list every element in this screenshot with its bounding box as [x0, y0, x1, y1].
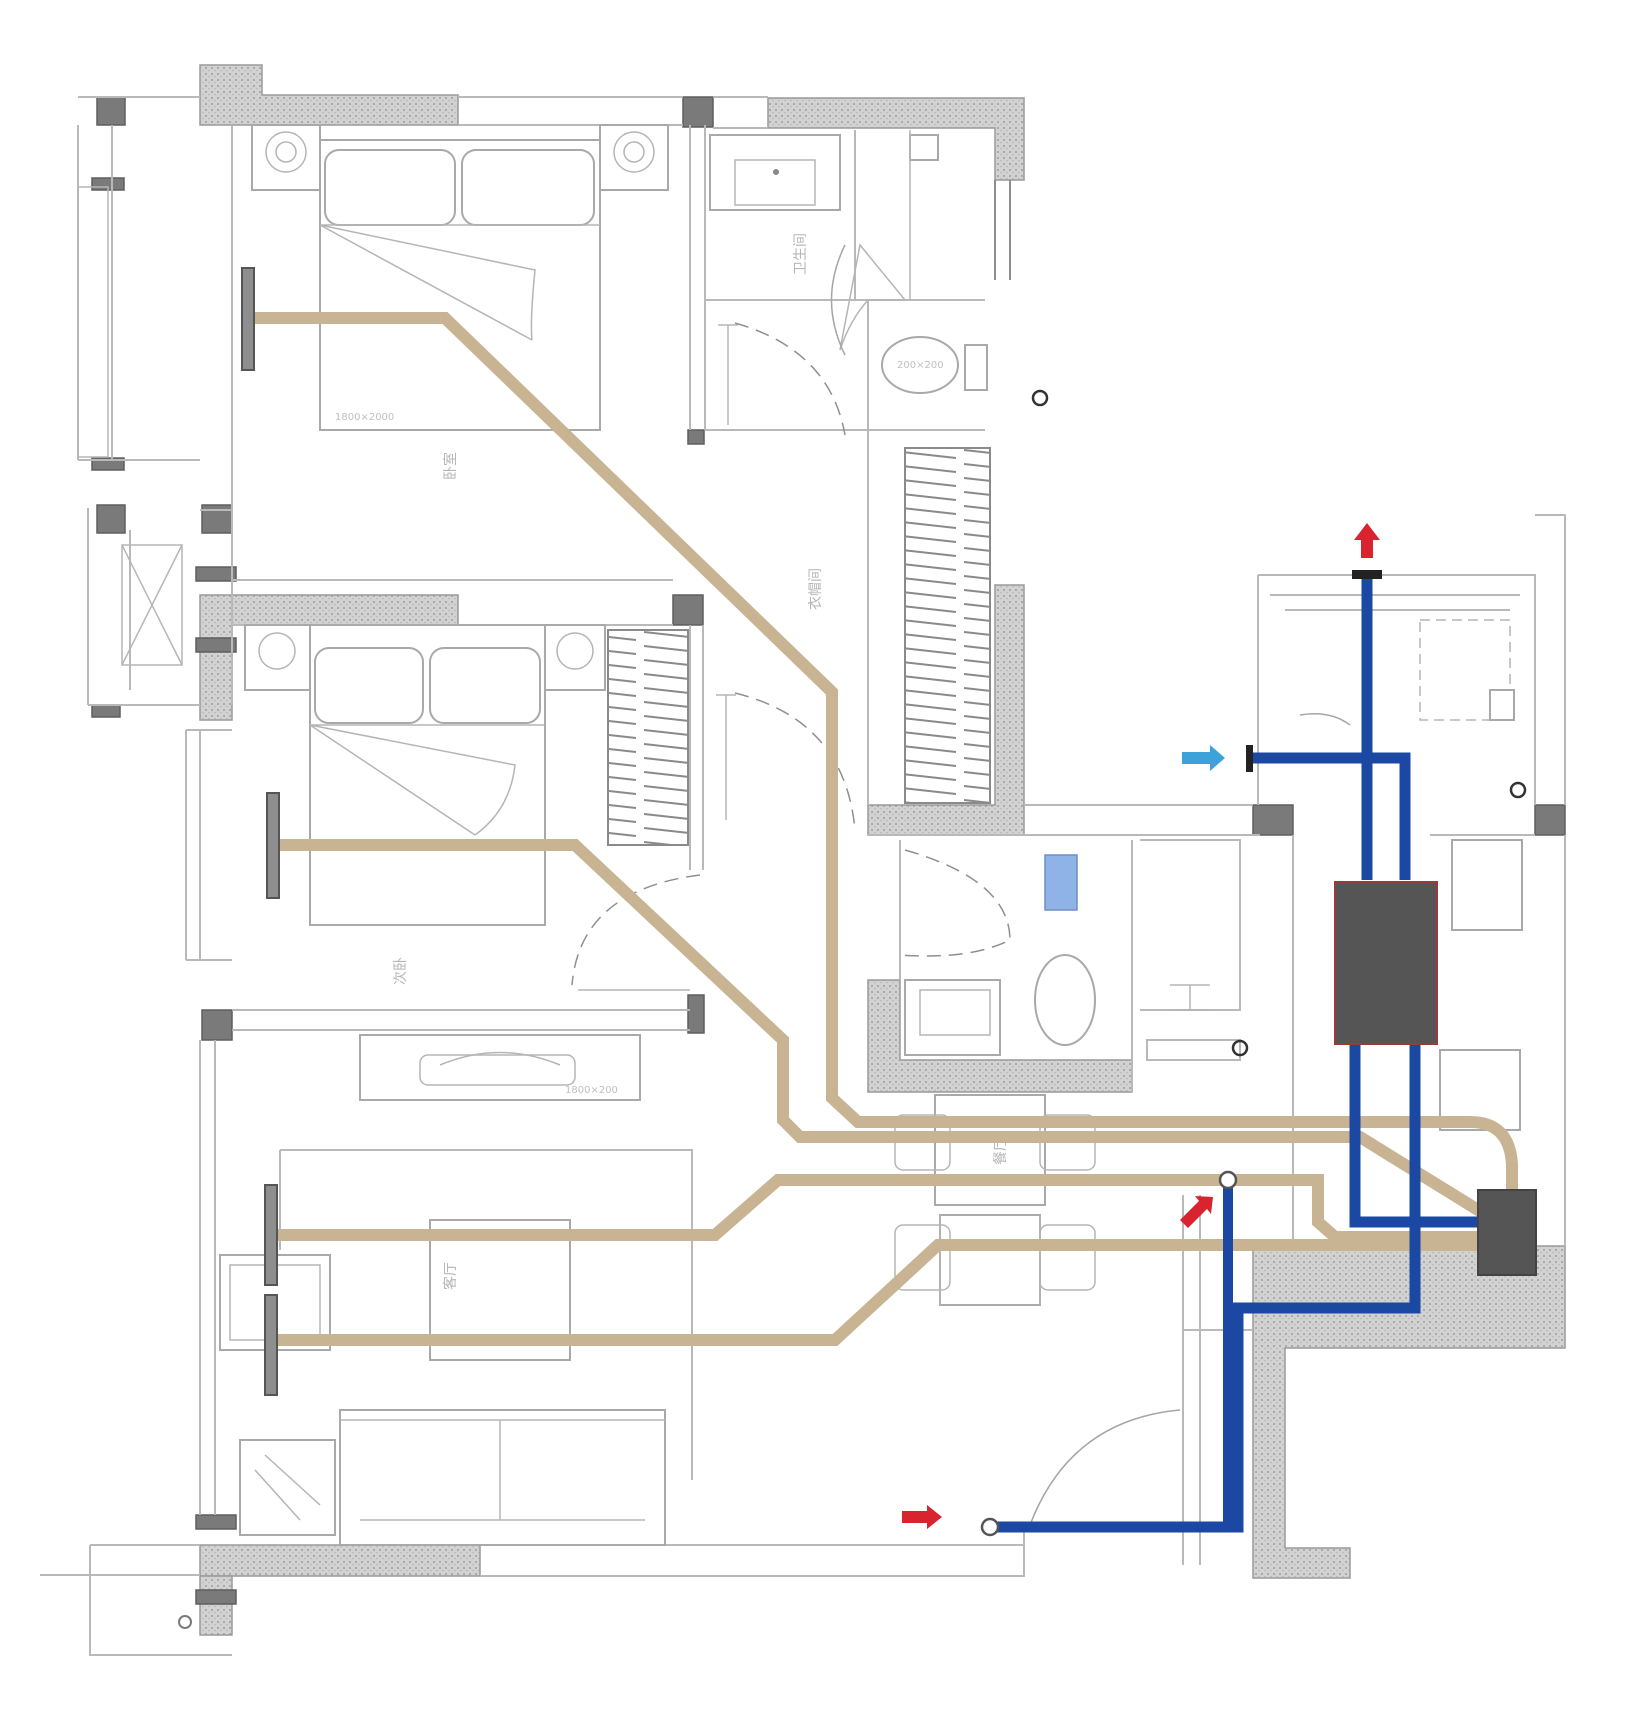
air-valve-icon — [980, 1517, 1000, 1537]
red-arrow-icon — [1180, 1196, 1213, 1228]
svg-text:卧室: 卧室 — [442, 452, 459, 480]
distribution-box-icon — [1477, 1189, 1537, 1276]
unit-to-box-duct — [1349, 1040, 1478, 1228]
svg-text:客厅: 客厅 — [442, 1262, 459, 1290]
svg-text:200×200: 200×200 — [897, 360, 944, 371]
bathroom-1: 200×200 卫生间 — [709, 130, 1049, 436]
svg-text:1800×200: 1800×200 — [565, 1085, 618, 1096]
svg-text:餐厅: 餐厅 — [993, 1137, 1009, 1165]
svg-text:次卧: 次卧 — [393, 957, 409, 985]
bedroom-2: 次卧 1800×200 — [244, 624, 856, 1101]
ventilation-unit-icon — [1334, 881, 1438, 1045]
bathroom-2 — [899, 849, 1249, 1057]
fresh-air-duct-living-2 — [269, 1239, 1484, 1346]
fresh-air-duct-bedroom-1 — [249, 312, 1518, 1201]
vent-grille-icon — [264, 1184, 278, 1286]
flow-arrows — [902, 523, 1380, 1529]
vent-grille-icon — [264, 1294, 278, 1396]
duct-end-cap — [1246, 745, 1253, 772]
fresh-air-intake-duct — [1250, 752, 1411, 880]
living-dining: 客厅 餐厅 — [219, 1094, 1096, 1546]
vent-grille-icon — [266, 792, 280, 899]
vent-grille-icon — [241, 267, 255, 371]
structural-columns — [91, 96, 1566, 1605]
svg-text:衣帽间: 衣帽间 — [808, 568, 824, 610]
unit-return-duct — [990, 1040, 1421, 1533]
svg-text:1800×2000: 1800×2000 — [335, 412, 394, 423]
air-valve-icon — [1218, 1170, 1238, 1190]
svg-text:卫生间: 卫生间 — [793, 233, 809, 275]
blue-arrow-icon — [1182, 745, 1225, 771]
fresh-air-duct-living-1 — [269, 1174, 1484, 1243]
duct-end-cap — [1352, 570, 1382, 579]
bedroom-1: 1800×2000 卧室 — [251, 124, 669, 480]
red-arrow-icon — [902, 1505, 942, 1529]
exhaust-ducts — [980, 570, 1478, 1537]
red-up-arrow-icon — [1354, 523, 1380, 558]
wardrobes: 衣帽间 — [607, 447, 991, 846]
equipment — [1334, 781, 1537, 1276]
